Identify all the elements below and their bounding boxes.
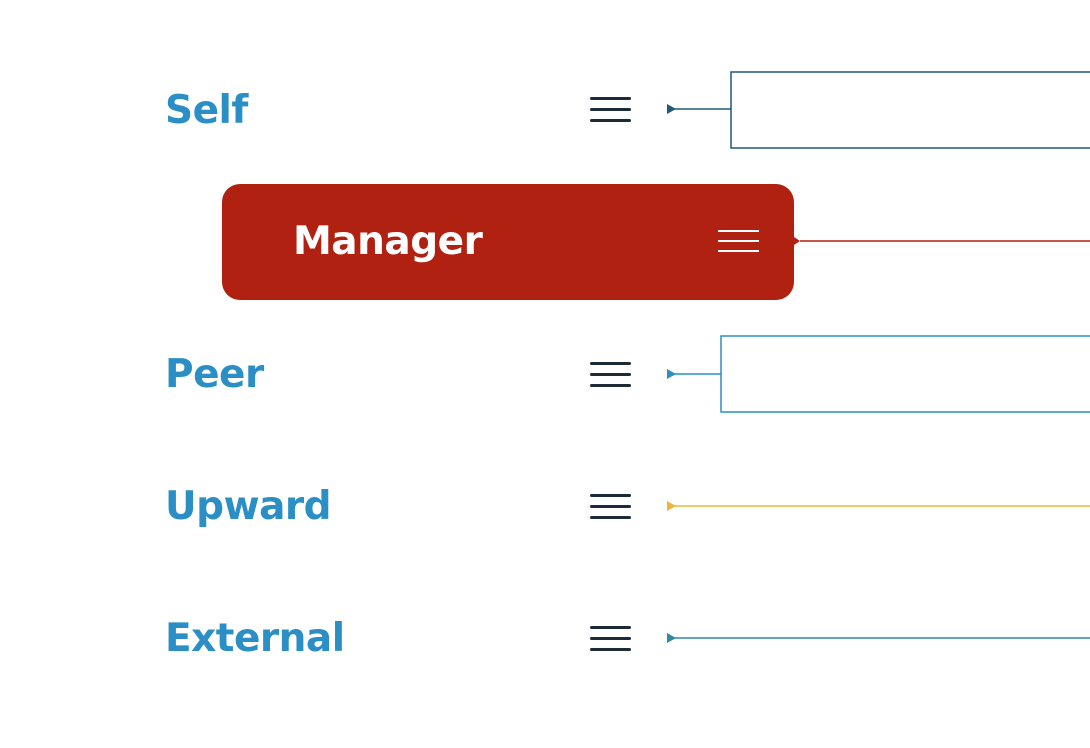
hamburger-menu-icon[interactable] [590,626,631,652]
row-label-external[interactable]: External [165,616,345,661]
hamburger-menu-icon[interactable] [590,362,631,388]
manager-card-selected[interactable]: Manager [222,184,800,300]
hamburger-menu-icon[interactable] [590,97,631,123]
self-connector-arrow [667,104,676,114]
row-label-peer[interactable]: Peer [165,352,264,397]
manager-connector-arrow [791,235,800,247]
peer-connector-arrow [667,369,676,379]
row-label-self[interactable]: Self [165,88,248,133]
external-connector-arrow [667,633,676,643]
self-target-box[interactable] [730,71,1090,149]
row-label-manager: Manager [293,219,483,264]
row-label-upward[interactable]: Upward [165,484,332,529]
upward-connector-arrow [667,501,676,511]
hamburger-menu-icon[interactable] [718,230,759,252]
peer-target-box[interactable] [720,335,1090,413]
hamburger-menu-icon[interactable] [590,494,631,520]
